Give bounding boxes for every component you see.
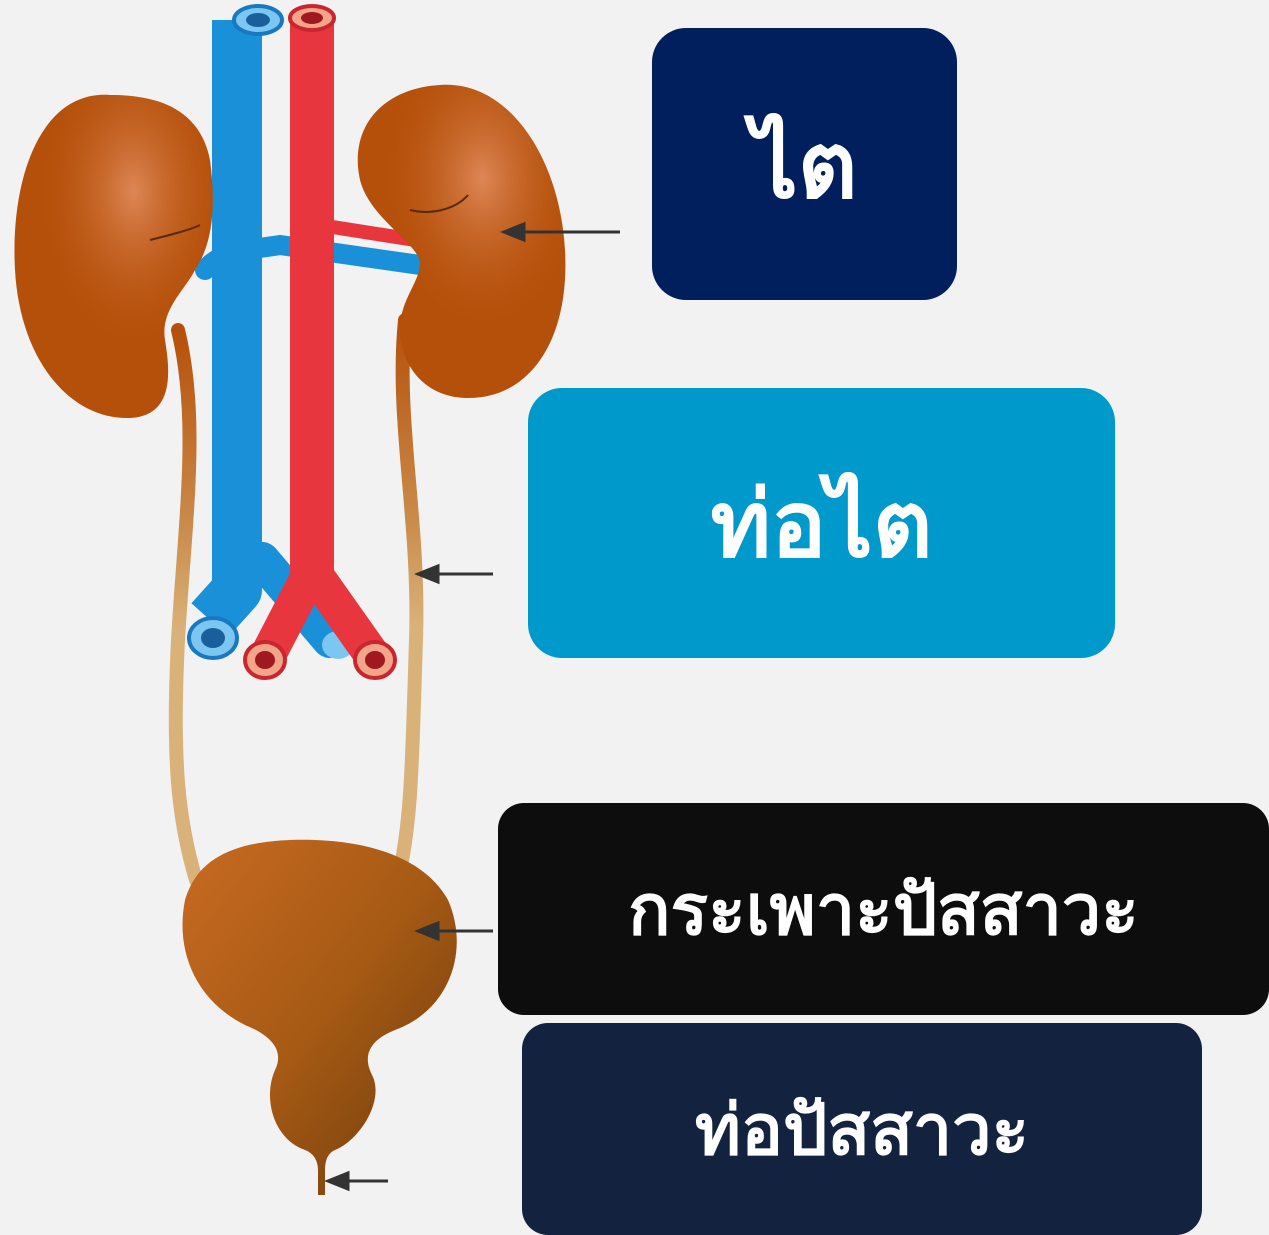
bladder-label-box: กระเพาะปัสสาวะ xyxy=(498,803,1269,1015)
ureter-label-box: ท่อไต xyxy=(528,388,1115,658)
urethra-label-box: ท่อปัสสาวะ xyxy=(522,1023,1202,1235)
bladder-label: กระเพาะปัสสาวะ xyxy=(628,854,1139,965)
bladder xyxy=(183,840,457,1195)
ureter-label: ท่อไต xyxy=(711,450,933,597)
kidney-label: ไต xyxy=(751,91,857,238)
right-ureter xyxy=(398,320,416,880)
kidney-label-box: ไต xyxy=(652,28,957,300)
urethra-label: ท่อปัสสาวะ xyxy=(695,1074,1029,1185)
left-ureter xyxy=(176,330,196,880)
